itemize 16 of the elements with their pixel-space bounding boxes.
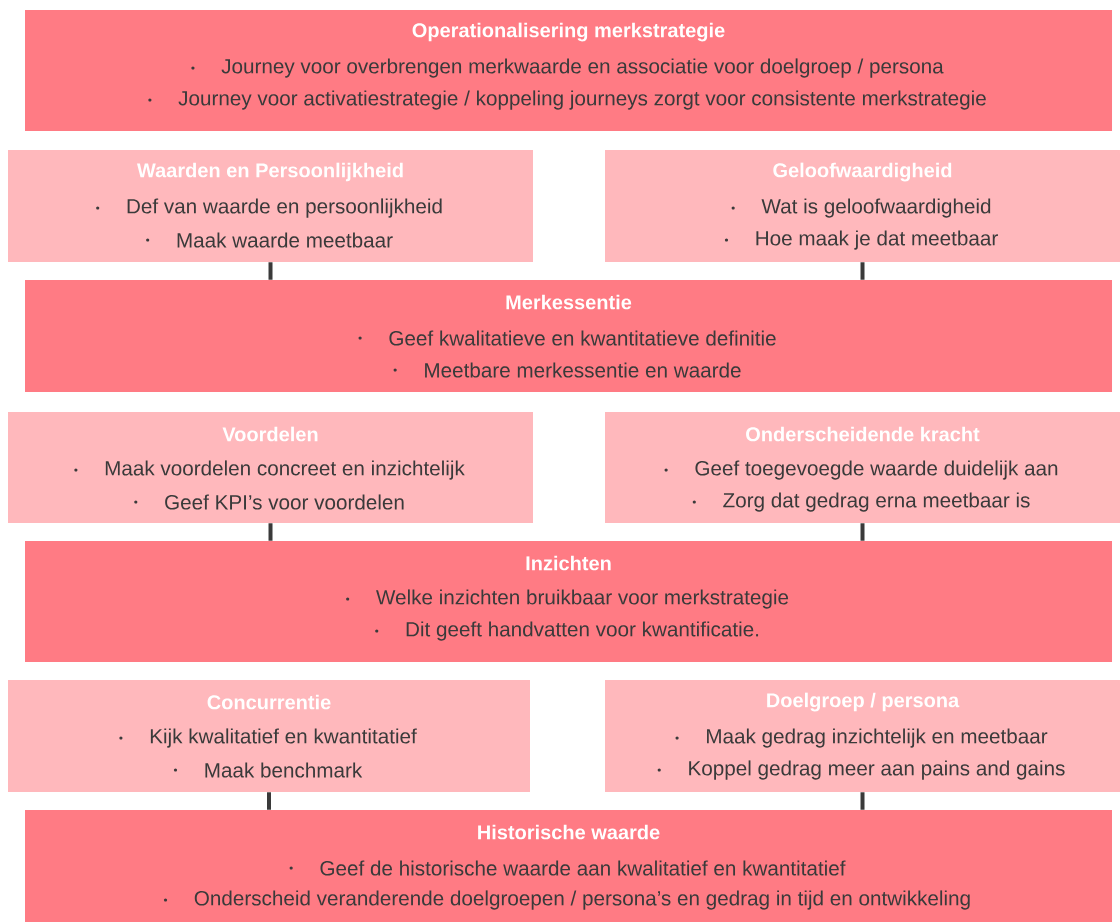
content-box: Merkessentie Geef kwalitatieve en kwantitatieve definitie Meetbare merkessentie en waarde [25,280,1112,392]
content-box: Voordelen Maak voordelen concreet en inzichtelijk Geef KPI’s voor voordelen [8,412,533,523]
content-box: Historische waarde Geef de historische waarde aan kwalitatief en kwantitatief Onderscheid veranderende doelgroepen / persona’s en gedrag in tijd en ontwikkeling [25,810,1112,922]
content-box: Inzichten Welke inzichten bruikbaar voor merkstrategie Dit geeft handvatten voor kwantificatie. [25,541,1112,662]
content-box: Waarden en Persoonlijkheid Def van waarde en persoonlijkheid Maak waarde meetbaar [8,150,533,262]
connector-line [268,262,273,280]
content-box: Doelgroep / persona Maak gedrag inzichtelijk en meetbaar Koppel gedrag meer aan pains and gains [605,680,1120,792]
connector-line [860,523,865,541]
content-box: Concurrentie Kijk kwalitatief en kwantitatief Maak benchmark [8,680,530,792]
connector-line [267,792,271,810]
content-box: Operationalisering merkstrategie Journey voor overbrengen merkwaarde en associatie voor doelgroep / persona Journey voor activatiestrategie / koppeling journeys zorgt voor consistente merkstrategie [25,10,1112,131]
connector-line [860,792,865,810]
connector-line [268,523,273,541]
connector-line [860,262,865,280]
content-box: Onderscheidende kracht Geef toegevoegde waarde duidelijk aan Zorg dat gedrag erna meetbaar is [605,412,1120,523]
content-box: Geloofwaardigheid Wat is geloofwaardigheid Hoe maak je dat meetbaar [605,150,1120,262]
